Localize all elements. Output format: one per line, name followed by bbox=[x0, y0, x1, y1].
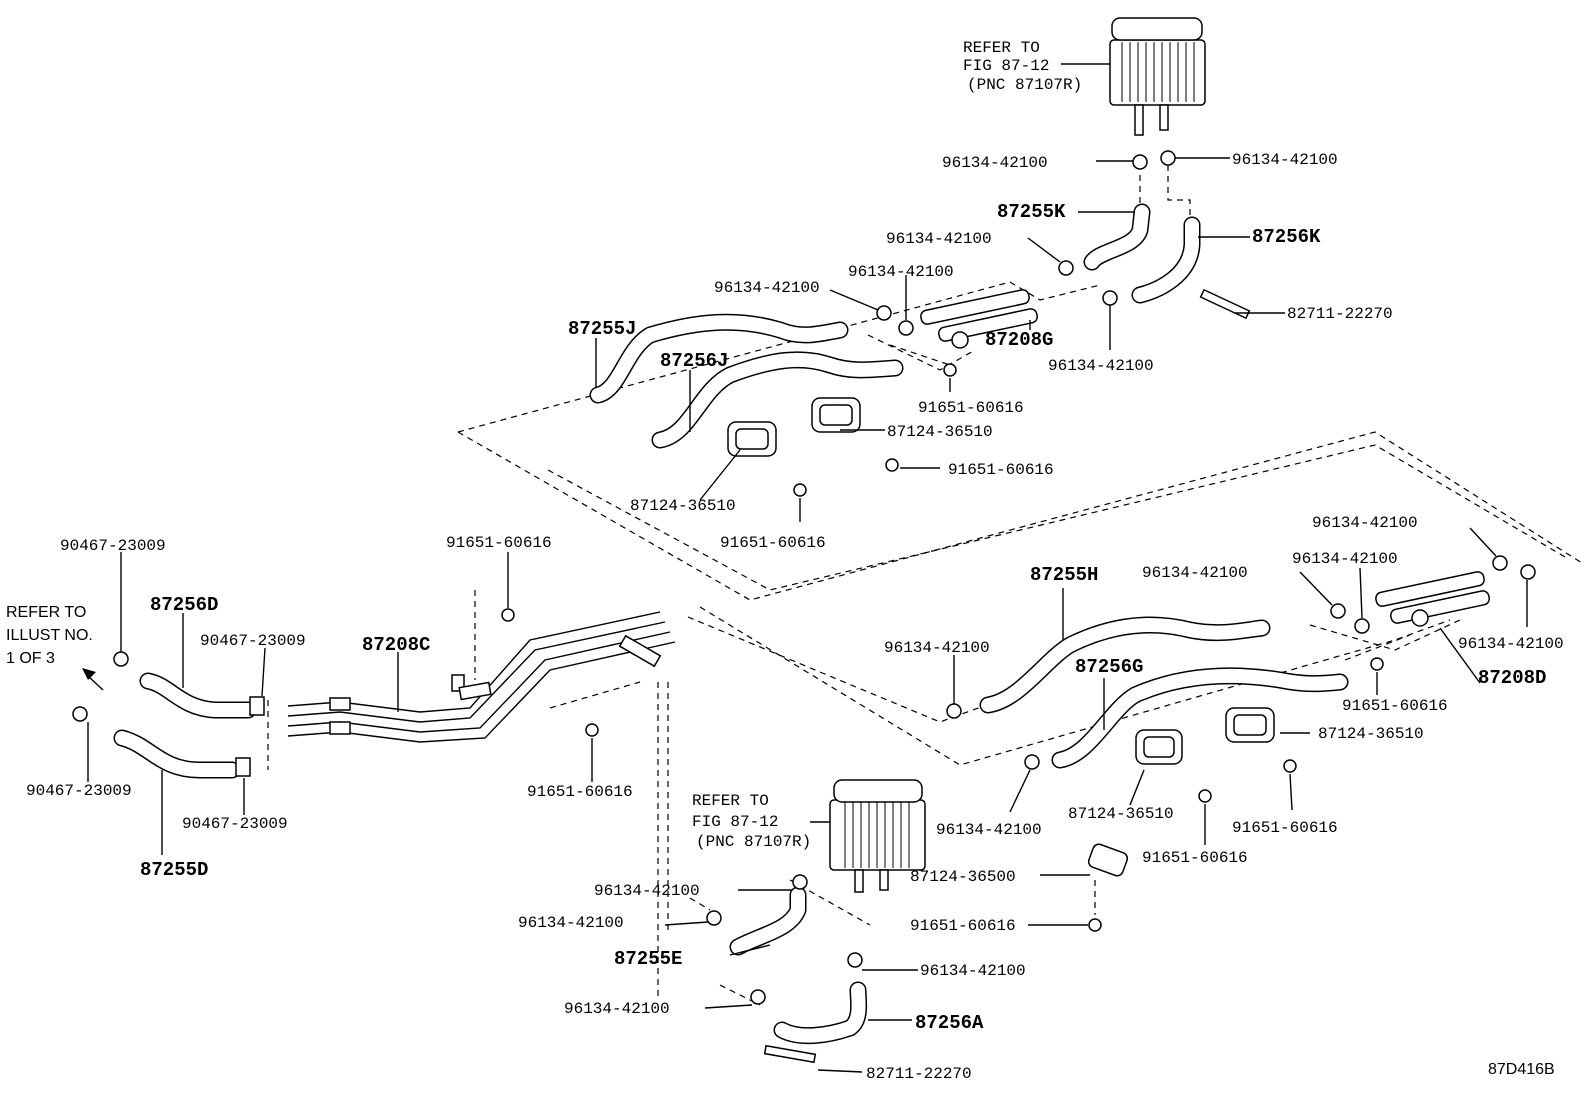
part-label: 87256K bbox=[1252, 226, 1321, 248]
heater-core-top bbox=[1109, 17, 1206, 136]
bolts bbox=[501, 288, 1384, 1064]
part-label: 90467-23009 bbox=[60, 537, 166, 555]
part-label: 91651-60616 bbox=[527, 783, 633, 801]
part-label: 91651-60616 bbox=[918, 399, 1024, 417]
refer-fig-top-line1: REFER TO bbox=[963, 39, 1040, 57]
part-label: 96134-42100 bbox=[1458, 635, 1564, 653]
part-label: 96134-42100 bbox=[848, 263, 954, 281]
refer-fig-bottom-line2: FIG 87-12 bbox=[692, 813, 778, 831]
part-label: 87208C bbox=[362, 634, 430, 656]
part-label: 87255J bbox=[568, 318, 636, 340]
part-label: 96134-42100 bbox=[920, 962, 1026, 980]
grommets bbox=[727, 397, 1275, 877]
refer-fig-bottom-line1: REFER TO bbox=[692, 792, 769, 810]
refer-illust-line2: ILLUST NO. bbox=[6, 627, 93, 644]
part-label: 96134-42100 bbox=[1232, 151, 1338, 169]
refer-fig-top-line2: FIG 87-12 bbox=[963, 57, 1049, 75]
part-label: 90467-23009 bbox=[26, 782, 132, 800]
hoses bbox=[113, 203, 1349, 1045]
part-label: 91651-60616 bbox=[1232, 819, 1338, 837]
part-label: 96134-42100 bbox=[942, 154, 1048, 172]
part-label: 87208D bbox=[1478, 667, 1546, 689]
part-labels: REFER TO FIG 87-12 (PNC 87107R) 96134-42… bbox=[6, 39, 1564, 1083]
heater-core-bottom bbox=[829, 779, 926, 893]
part-label: 91651-60616 bbox=[1142, 849, 1248, 867]
part-label: 82711-22270 bbox=[866, 1065, 972, 1083]
part-label: 82711-22270 bbox=[1287, 305, 1393, 323]
figure-id: 87D416B bbox=[1488, 1061, 1555, 1078]
part-label: 87124-36510 bbox=[630, 497, 736, 515]
arrow-icon bbox=[82, 668, 104, 691]
part-label: 87124-36510 bbox=[887, 423, 993, 441]
part-label: 96134-42100 bbox=[564, 1000, 670, 1018]
leader-lines bbox=[87, 63, 1528, 1073]
part-label: 91651-60616 bbox=[948, 461, 1054, 479]
part-label: 96134-42100 bbox=[1292, 550, 1398, 568]
pipe-assembly-87208d bbox=[1375, 571, 1490, 627]
part-label: 96134-42100 bbox=[884, 639, 990, 657]
refer-illust-line3: 1 OF 3 bbox=[6, 650, 55, 667]
part-label: 91651-60616 bbox=[910, 917, 1016, 935]
part-label: 87124-36510 bbox=[1318, 725, 1424, 743]
part-label: 96134-42100 bbox=[714, 279, 820, 297]
part-label: 87256D bbox=[150, 594, 218, 616]
refer-illust-line1: REFER TO bbox=[6, 604, 86, 621]
part-label: 91651-60616 bbox=[1342, 697, 1448, 715]
part-label: 87255D bbox=[140, 859, 208, 881]
part-label: 96134-42100 bbox=[1048, 357, 1154, 375]
part-label: 90467-23009 bbox=[200, 632, 306, 650]
part-label: 87256J bbox=[660, 350, 728, 372]
part-label: 87255H bbox=[1030, 564, 1098, 586]
part-label: 96134-42100 bbox=[594, 882, 700, 900]
part-label: 96134-42100 bbox=[886, 230, 992, 248]
part-label: 87124-36510 bbox=[1068, 805, 1174, 823]
pipe-assembly-87208g bbox=[920, 289, 1038, 349]
part-label: 96134-42100 bbox=[1142, 564, 1248, 582]
part-label: 90467-23009 bbox=[182, 815, 288, 833]
refer-fig-top-line3: (PNC 87107R) bbox=[967, 76, 1082, 94]
part-label: 91651-60616 bbox=[446, 534, 552, 552]
part-label: 96134-42100 bbox=[518, 914, 624, 932]
part-label: 87208G bbox=[985, 329, 1053, 351]
part-label: 87124-36500 bbox=[910, 868, 1016, 886]
part-label: 91651-60616 bbox=[720, 534, 826, 552]
part-label: 96134-42100 bbox=[1312, 514, 1418, 532]
pipe-assembly-87208c bbox=[287, 611, 676, 743]
part-label: 87256A bbox=[915, 1012, 984, 1034]
part-label: 87255K bbox=[997, 201, 1066, 223]
part-label: 87255E bbox=[614, 948, 682, 970]
part-label: 96134-42100 bbox=[936, 821, 1042, 839]
refer-fig-bottom-line3: (PNC 87107R) bbox=[696, 833, 811, 851]
part-label: 87256G bbox=[1075, 656, 1143, 678]
